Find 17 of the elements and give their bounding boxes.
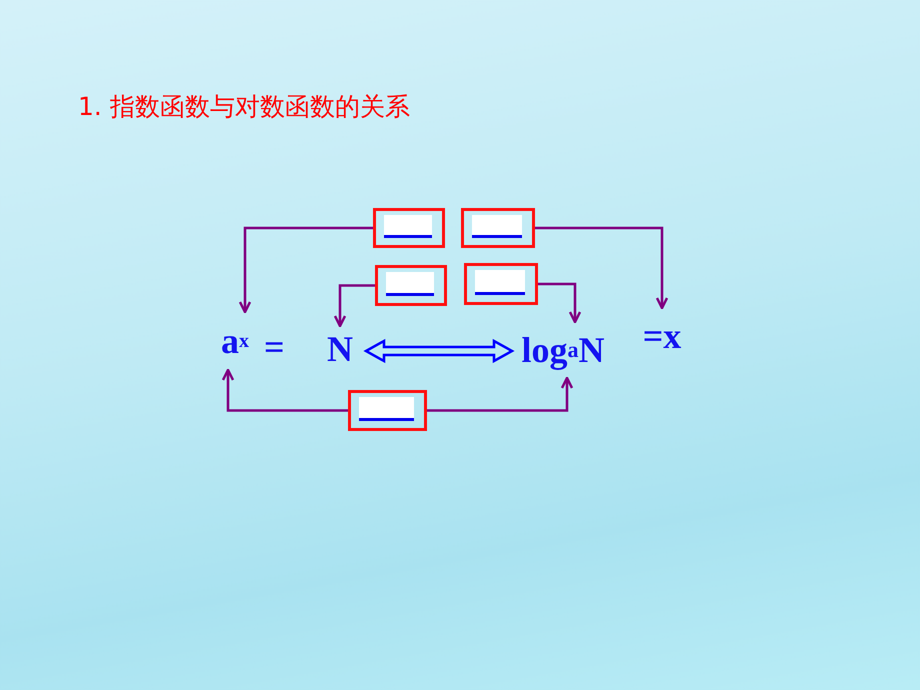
arrow [334, 284, 375, 328]
arrow [535, 226, 668, 310]
double-arrow [363, 338, 515, 364]
math-expression: =x [636, 308, 688, 364]
answer-box [348, 390, 427, 431]
arrow [222, 368, 348, 412]
arrow [538, 282, 582, 324]
arrow [427, 376, 574, 412]
answer-box [375, 265, 447, 306]
arrow [238, 226, 373, 314]
answer-box [464, 263, 538, 305]
title: 1. 指数函数与对数函数的关系 [78, 91, 410, 123]
math-expression: N [318, 326, 362, 372]
math-expression: a$^{x}$ [212, 312, 258, 370]
answer-box [461, 208, 535, 248]
equals-sign: = [264, 326, 285, 368]
answer-box [373, 208, 445, 248]
